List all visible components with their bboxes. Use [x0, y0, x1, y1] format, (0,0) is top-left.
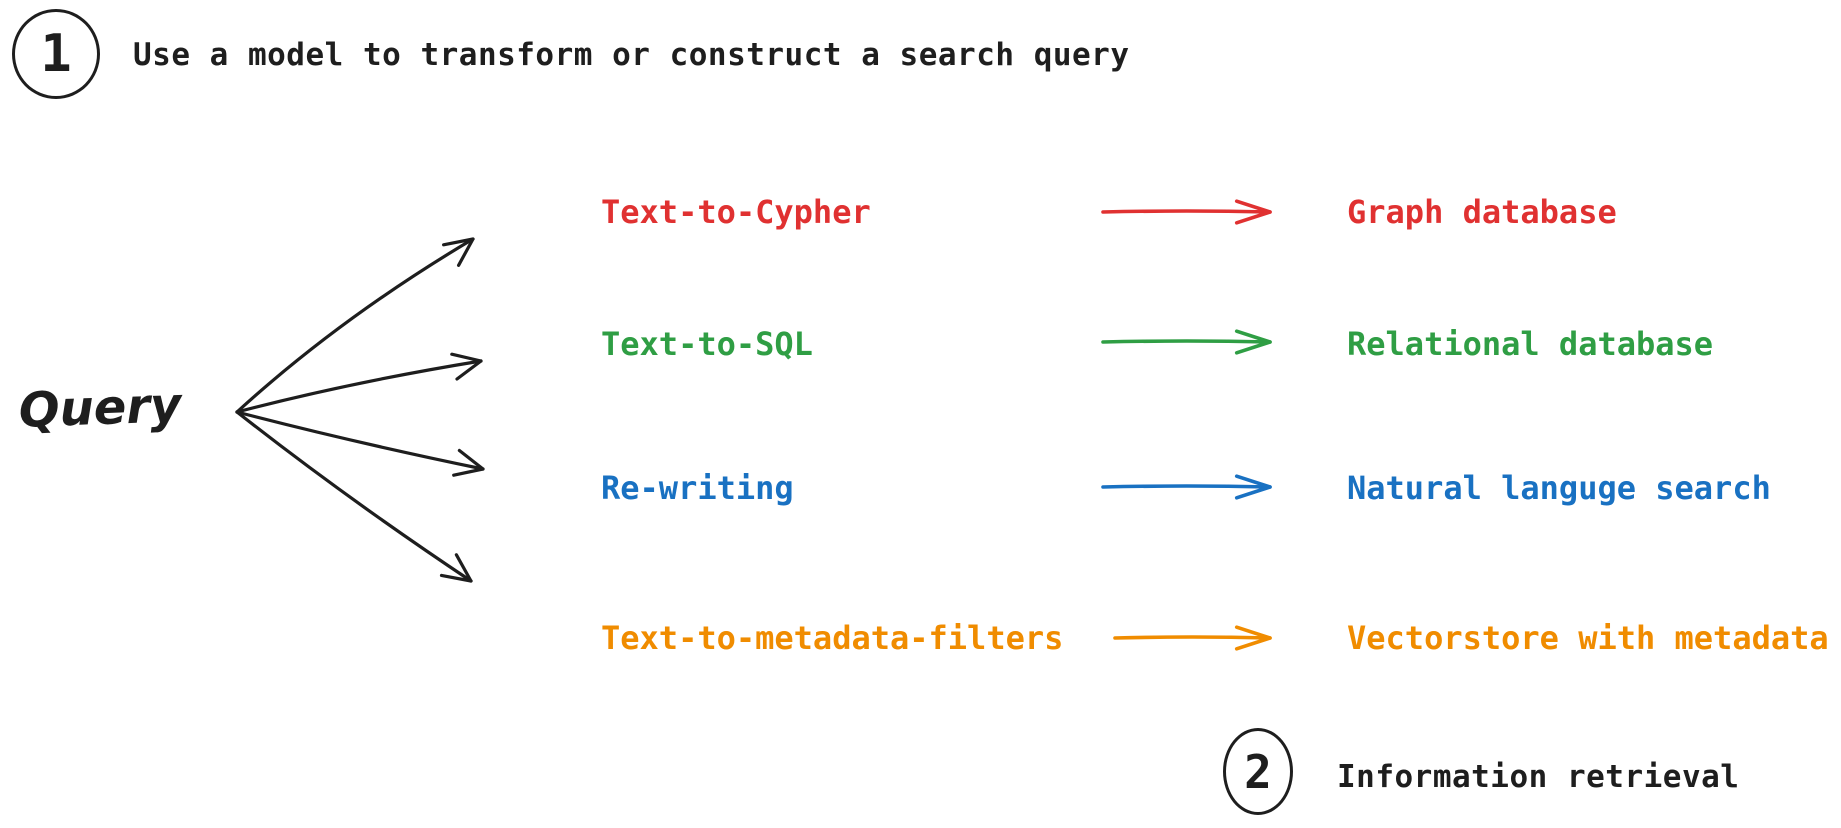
arrow-text-to-sql	[1101, 329, 1272, 355]
target-label-graph-database: Graph database	[1347, 193, 1617, 231]
arrow-text-to-cypher	[1101, 199, 1272, 225]
step-2-badge: 2	[1223, 728, 1293, 815]
target-label-relational-database: Relational database	[1347, 325, 1714, 363]
target-label-natural-language-search: Natural languge search	[1347, 469, 1771, 507]
arrow-text-to-metadata-filters	[1113, 625, 1272, 651]
step-1-badge: 1	[12, 9, 100, 99]
step-2-number: 2	[1244, 744, 1272, 799]
query-fan-arrows	[235, 237, 485, 583]
method-label-text-to-metadata-filters: Text-to-metadata-filters	[601, 619, 1064, 657]
method-label-text-to-sql: Text-to-SQL	[601, 325, 813, 363]
method-label-re-writing: Re-writing	[601, 469, 794, 507]
step-1-number: 1	[40, 24, 72, 84]
step-2-label: Information retrieval	[1337, 759, 1740, 795]
query-node-label: Query	[17, 377, 183, 439]
method-label-text-to-cypher: Text-to-Cypher	[601, 193, 871, 231]
arrow-re-writing	[1101, 474, 1272, 500]
target-label-vectorstore-with-metadata: Vectorstore with metadata	[1347, 619, 1829, 657]
step-1-label: Use a model to transform or construct a …	[133, 37, 1130, 73]
